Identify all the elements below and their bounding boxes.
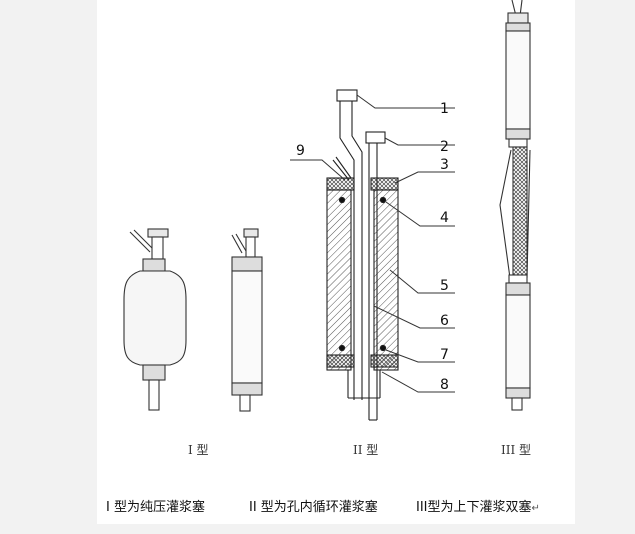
leader-1 [356,94,455,109]
type2-small-plug [231,228,263,412]
type2-bottom-ring-right [370,354,399,368]
type2-top-ring-right [370,177,399,191]
type2-bottom-ring-left [326,354,355,368]
type2-small-bottom-pipe [239,394,251,412]
leader-4 [385,201,455,227]
type2-return-cap [336,89,358,102]
description-type1: I 型为纯压灌浆塞 [106,500,205,515]
type2-small-top-ring [231,256,263,272]
callout-6: 6 [440,313,449,329]
type2-left-rubber-wall [326,189,352,371]
type1-bladder [123,270,187,366]
type2-seal-dot [379,196,387,204]
callout-5: 5 [440,278,449,294]
type2-return-pipe [339,100,363,400]
type2-wire [335,156,352,179]
type1-upper-collar [142,258,166,272]
type2-small-wire [231,234,243,254]
type2-small-wire [235,233,247,252]
type3-bottom-pipe [511,397,523,411]
type3-bypass-pipe [499,149,512,279]
type1-wire [133,229,153,249]
type3-upper-neck [508,138,528,148]
type2-seal-dot [379,344,387,352]
type3-lower-neck [508,274,528,284]
type3-lower-top-ring [505,282,531,296]
type2-small-body [231,270,263,384]
type2-seal-dot [338,196,346,204]
callout-7: 7 [440,347,449,363]
type1-lower-collar [142,364,166,381]
caption-type2: II 型 [353,443,378,457]
type2-center-cap [365,131,386,144]
type3-upper-packer [505,30,531,130]
type1-stem [151,236,164,260]
type3-upper-ring [505,22,531,32]
callout-8: 8 [440,377,449,393]
type1-wire [129,231,151,253]
leader-6 [373,305,455,329]
callout-leaders [290,94,455,393]
type2-small-stem [245,236,256,258]
callout-9: 9 [296,143,305,159]
type3-lower-packer [505,294,531,389]
type2-right-rubber-wall [373,189,399,371]
type1-cap [147,228,169,238]
return-mark: ↵ [531,503,540,514]
type3-perforated-pipe [512,146,528,276]
callout-4: 4 [440,210,449,226]
leader-5 [389,269,455,294]
type2-wire [332,159,350,181]
leader-3 [394,171,455,184]
type1-bottom-pipe [148,379,160,411]
description-type3: III型为上下灌浆双塞↵ [416,496,540,515]
type2-seal-dot [338,344,346,352]
description-type3-text: III型为上下灌浆双塞 [416,500,532,515]
type3-cap [507,12,529,24]
leader-2 [384,137,455,146]
type3-plug [499,0,531,411]
type2-top-ring-left [326,177,355,191]
leader-8 [381,371,455,393]
caption-type3: III 型 [501,443,531,457]
callout-1: 1 [440,101,449,117]
type2-section [326,89,399,421]
leader-7 [385,349,455,363]
type3-bypass-pipe [526,149,531,279]
callout-3: 3 [440,157,449,173]
leader-9 [290,159,346,181]
type2-small-bottom-ring [231,382,263,396]
callout-2: 2 [440,139,449,155]
type3-lower-bottom-ring [505,387,531,399]
description-type2: II 型为孔内循环灌浆塞 [249,500,378,515]
caption-type1: I 型 [188,443,209,457]
type3-upper-bottom-ring [505,128,531,140]
type2-small-cap [243,228,259,238]
type1-plug [123,228,187,411]
